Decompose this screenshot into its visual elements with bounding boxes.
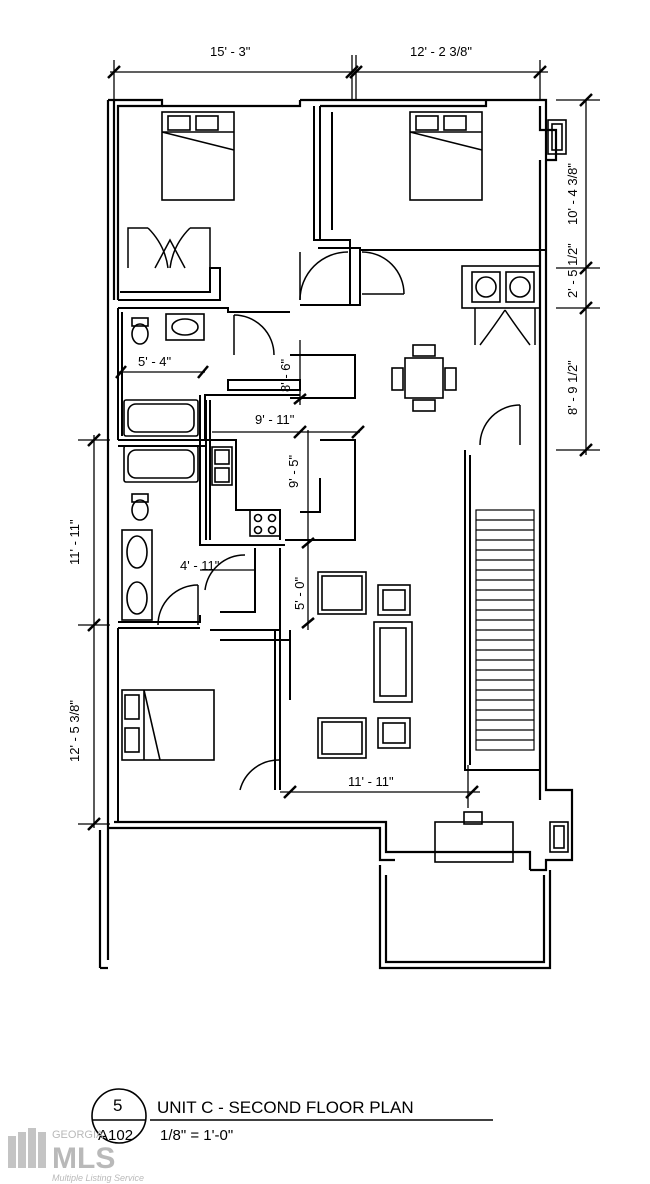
exterior-walls [98, 98, 574, 970]
dimension-lines [78, 55, 600, 831]
doors [127, 227, 536, 791]
watermark-line1: GEORGIA [52, 1129, 104, 1141]
drawing-title: UNIT C - SECOND FLOOR PLAN [157, 1098, 414, 1117]
stairs [475, 509, 535, 751]
title-block [91, 1088, 493, 1144]
mls-watermark: GEORGIA MLS Multiple Listing Service [8, 1128, 144, 1183]
interior-walls [117, 106, 546, 822]
dim-top-right: 12' - 2 3/8" [410, 44, 472, 59]
dim-closet-width: 4' - 11" [180, 558, 220, 573]
dim-top-left: 15' - 3" [210, 44, 251, 59]
dim-hall-depth: 8' - 6" [278, 359, 293, 392]
fixtures [121, 111, 569, 863]
dim-closet-depth: 5' - 0" [292, 577, 307, 610]
sheet-number: A102 [98, 1127, 133, 1144]
dim-right-small: 2' - 5 1/2" [565, 243, 580, 298]
watermark-line3: Multiple Listing Service [52, 1173, 144, 1183]
dim-kitchen-depth: 9' - 5" [286, 455, 301, 488]
dim-left-lower: 12' - 5 3/8" [67, 700, 82, 762]
dim-kitchen-width: 9' - 11" [255, 412, 295, 427]
dimension-labels: 15' - 3" 12' - 2 3/8" 10' - 4 3/8" 2' - … [67, 44, 580, 789]
dim-left-middle: 11' - 11" [67, 519, 82, 565]
drawing-scale: 1/8" = 1'-0" [160, 1127, 233, 1144]
dim-right-upper: 10' - 4 3/8" [565, 163, 580, 225]
dim-right-lower: 8' - 9 1/2" [565, 360, 580, 415]
title-text: 5 A102 UNIT C - SECOND FLOOR PLAN 1/8" =… [98, 1096, 414, 1144]
dim-living-width: 11' - 11" [348, 774, 394, 789]
dim-bath-width: 5' - 4" [138, 354, 171, 369]
watermark-line2: MLS [52, 1142, 115, 1175]
drawing-number: 5 [113, 1096, 122, 1115]
